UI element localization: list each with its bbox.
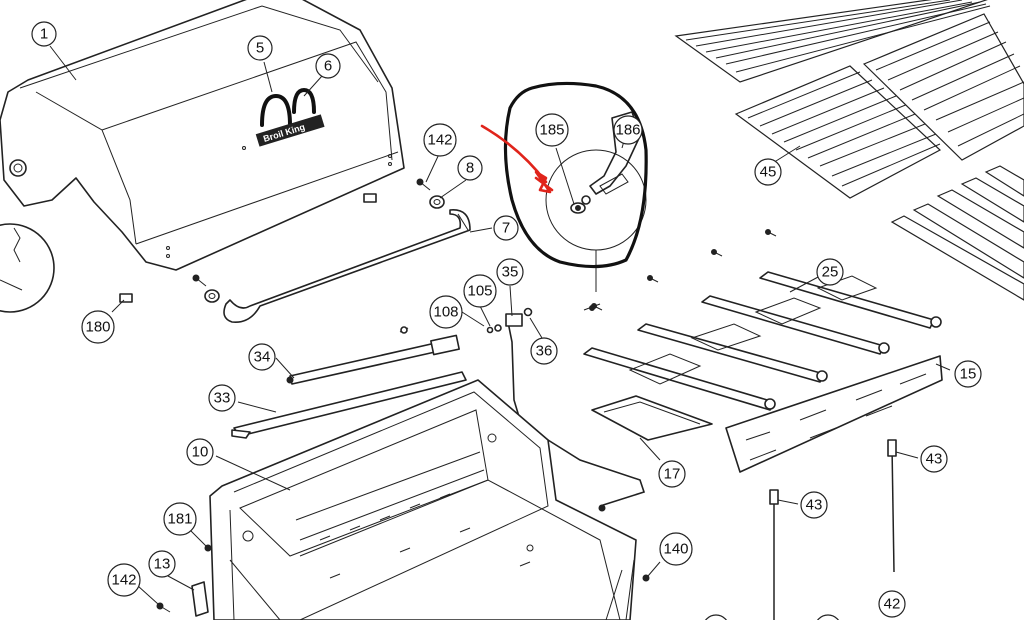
latch-detail-view <box>0 223 55 313</box>
lid-handle <box>223 209 471 323</box>
part-180-clip <box>119 293 133 303</box>
part-8-washer <box>204 195 445 303</box>
svg-text:186: 186 <box>615 122 640 139</box>
igniter-wires <box>769 439 897 620</box>
svg-text:142: 142 <box>111 572 136 589</box>
svg-text:1: 1 <box>40 26 48 43</box>
callout-7: 7 <box>493 215 519 241</box>
svg-text:45: 45 <box>760 164 777 181</box>
part-142-screw-lower <box>156 602 171 613</box>
callout-140: 140 <box>659 532 693 566</box>
svg-text:17: 17 <box>664 466 681 483</box>
part-142-screw <box>192 178 431 287</box>
heat-deflector <box>591 395 713 441</box>
svg-text:140: 140 <box>663 541 688 558</box>
highlight-circle-annotation <box>503 81 648 269</box>
part-185-igniter-nut <box>570 202 586 214</box>
valve-manifold <box>286 326 460 385</box>
igniter-detail-circle <box>545 149 647 311</box>
red-arrow-annotation <box>480 124 554 194</box>
part-181-screw <box>204 544 212 552</box>
svg-text:43: 43 <box>926 451 943 468</box>
svg-text:6: 6 <box>324 58 332 75</box>
svg-text:181: 181 <box>167 511 192 528</box>
svg-text:33: 33 <box>214 390 231 407</box>
part-13-bracket <box>191 581 209 617</box>
svg-text:25: 25 <box>822 264 839 281</box>
callout-10: 10 <box>186 438 214 466</box>
callout-181: 181 <box>163 502 197 536</box>
callout-43-right: 43 <box>920 445 948 473</box>
svg-text:108: 108 <box>433 304 458 321</box>
callout-36: 36 <box>530 337 558 365</box>
callout-5: 5 <box>247 35 273 61</box>
svg-text:7: 7 <box>502 220 510 237</box>
callout-25: 25 <box>816 258 844 286</box>
svg-text:36: 36 <box>536 343 553 360</box>
svg-text:42: 42 <box>884 596 901 613</box>
svg-text:185: 185 <box>539 122 564 139</box>
burner-support-bracket <box>725 355 943 473</box>
callout-13: 13 <box>148 550 176 578</box>
callout-186: 186 <box>613 115 643 145</box>
callout-43-center: 43 <box>800 491 828 519</box>
callout-35: 35 <box>496 258 524 286</box>
svg-text:34: 34 <box>254 349 271 366</box>
svg-text:142: 142 <box>427 132 452 149</box>
callout-6: 6 <box>315 53 341 79</box>
svg-text:105: 105 <box>467 283 492 300</box>
burner-tubes <box>583 271 942 411</box>
control-panel-bar <box>231 371 467 439</box>
grill-lid <box>0 0 405 271</box>
callout-185: 185 <box>535 113 569 147</box>
callout-105: 105 <box>463 274 497 308</box>
svg-text:35: 35 <box>502 264 519 281</box>
callout-142-top: 142 <box>423 123 457 157</box>
leader-lines <box>49 45 951 605</box>
svg-text:13: 13 <box>154 556 171 573</box>
svg-text:8: 8 <box>466 160 474 177</box>
flav-r-wave-heat-plates <box>890 165 1024 301</box>
callout-142-bottom: 142 <box>107 563 141 597</box>
svg-text:10: 10 <box>192 444 209 461</box>
callout-17: 17 <box>658 460 686 488</box>
small-bracket <box>363 193 377 203</box>
callout-180: 180 <box>81 310 115 344</box>
callout-1: 1 <box>31 21 57 47</box>
callout-34: 34 <box>248 343 276 371</box>
callout-45: 45 <box>754 158 782 186</box>
warming-rack <box>674 0 991 83</box>
callout-33: 33 <box>208 384 236 412</box>
cooking-grids <box>734 13 1024 199</box>
part-140-screw <box>642 574 650 582</box>
callout-15: 15 <box>954 360 982 388</box>
svg-text:5: 5 <box>256 40 264 57</box>
firebox-cart <box>209 379 637 620</box>
callout-8: 8 <box>457 155 483 181</box>
callout-partial-bottom <box>705 614 839 620</box>
svg-text:43: 43 <box>806 497 823 514</box>
callout-108: 108 <box>429 295 463 329</box>
svg-text:15: 15 <box>960 366 977 383</box>
callout-42: 42 <box>878 590 906 618</box>
svg-text:180: 180 <box>85 319 110 336</box>
